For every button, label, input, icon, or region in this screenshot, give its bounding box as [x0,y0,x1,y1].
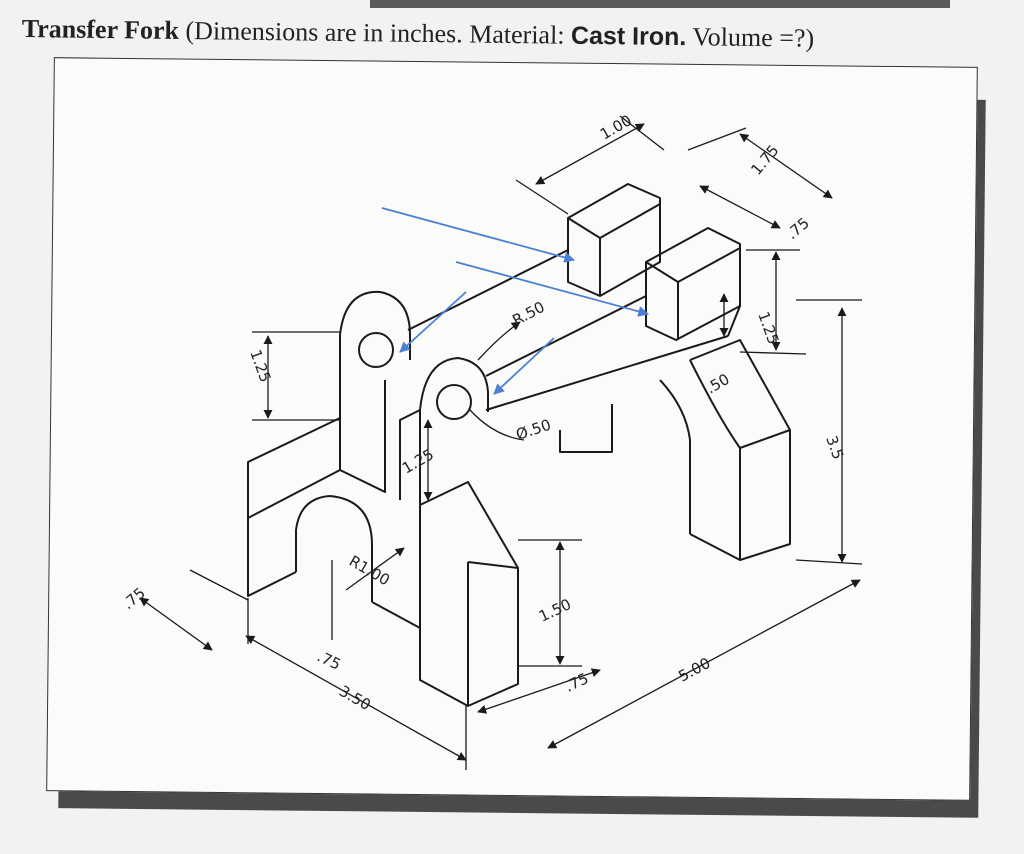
dim-3-50: 3.50 [336,682,374,714]
dim-dia50: Ø.50 [514,416,553,444]
dim-r1-00: R1.00 [346,552,393,590]
dim-75-top: .75 [783,214,813,243]
dim-1-00-top: 1.00 [597,111,635,143]
back-leg [689,339,791,561]
part-outline [247,183,791,707]
dim-75-bottom: .75 [314,647,343,673]
blue-arrow-1 [381,207,576,263]
blue-arrow-3 [399,291,467,353]
front-ear [419,357,489,505]
blue-arrow-4 [493,337,555,395]
left-ear-hole [358,332,394,368]
top-shadow-bar [370,0,950,8]
left-ear [339,290,411,470]
dim-1-25-left: 1.25 [246,347,274,385]
dim-r50: R.50 [509,298,547,330]
dim-75-left: .75 [119,584,149,613]
blue-arrow-2 [455,261,650,317]
dim-75-mid: .75 [562,669,591,695]
front-ear-hole [436,384,472,420]
dim-1-25-mid: 1.25 [399,445,437,477]
base-arch [295,495,373,602]
annotation-arrows [381,207,650,395]
center-hub [559,404,613,453]
dim-1-50: 1.50 [536,595,574,625]
dim-3-5: 3.5 [822,433,847,462]
dim-1-25-right: 1.25 [754,309,782,347]
dimension-lines [139,115,863,770]
front-base-left [247,462,297,597]
dim-5-00: 5.00 [675,654,713,686]
